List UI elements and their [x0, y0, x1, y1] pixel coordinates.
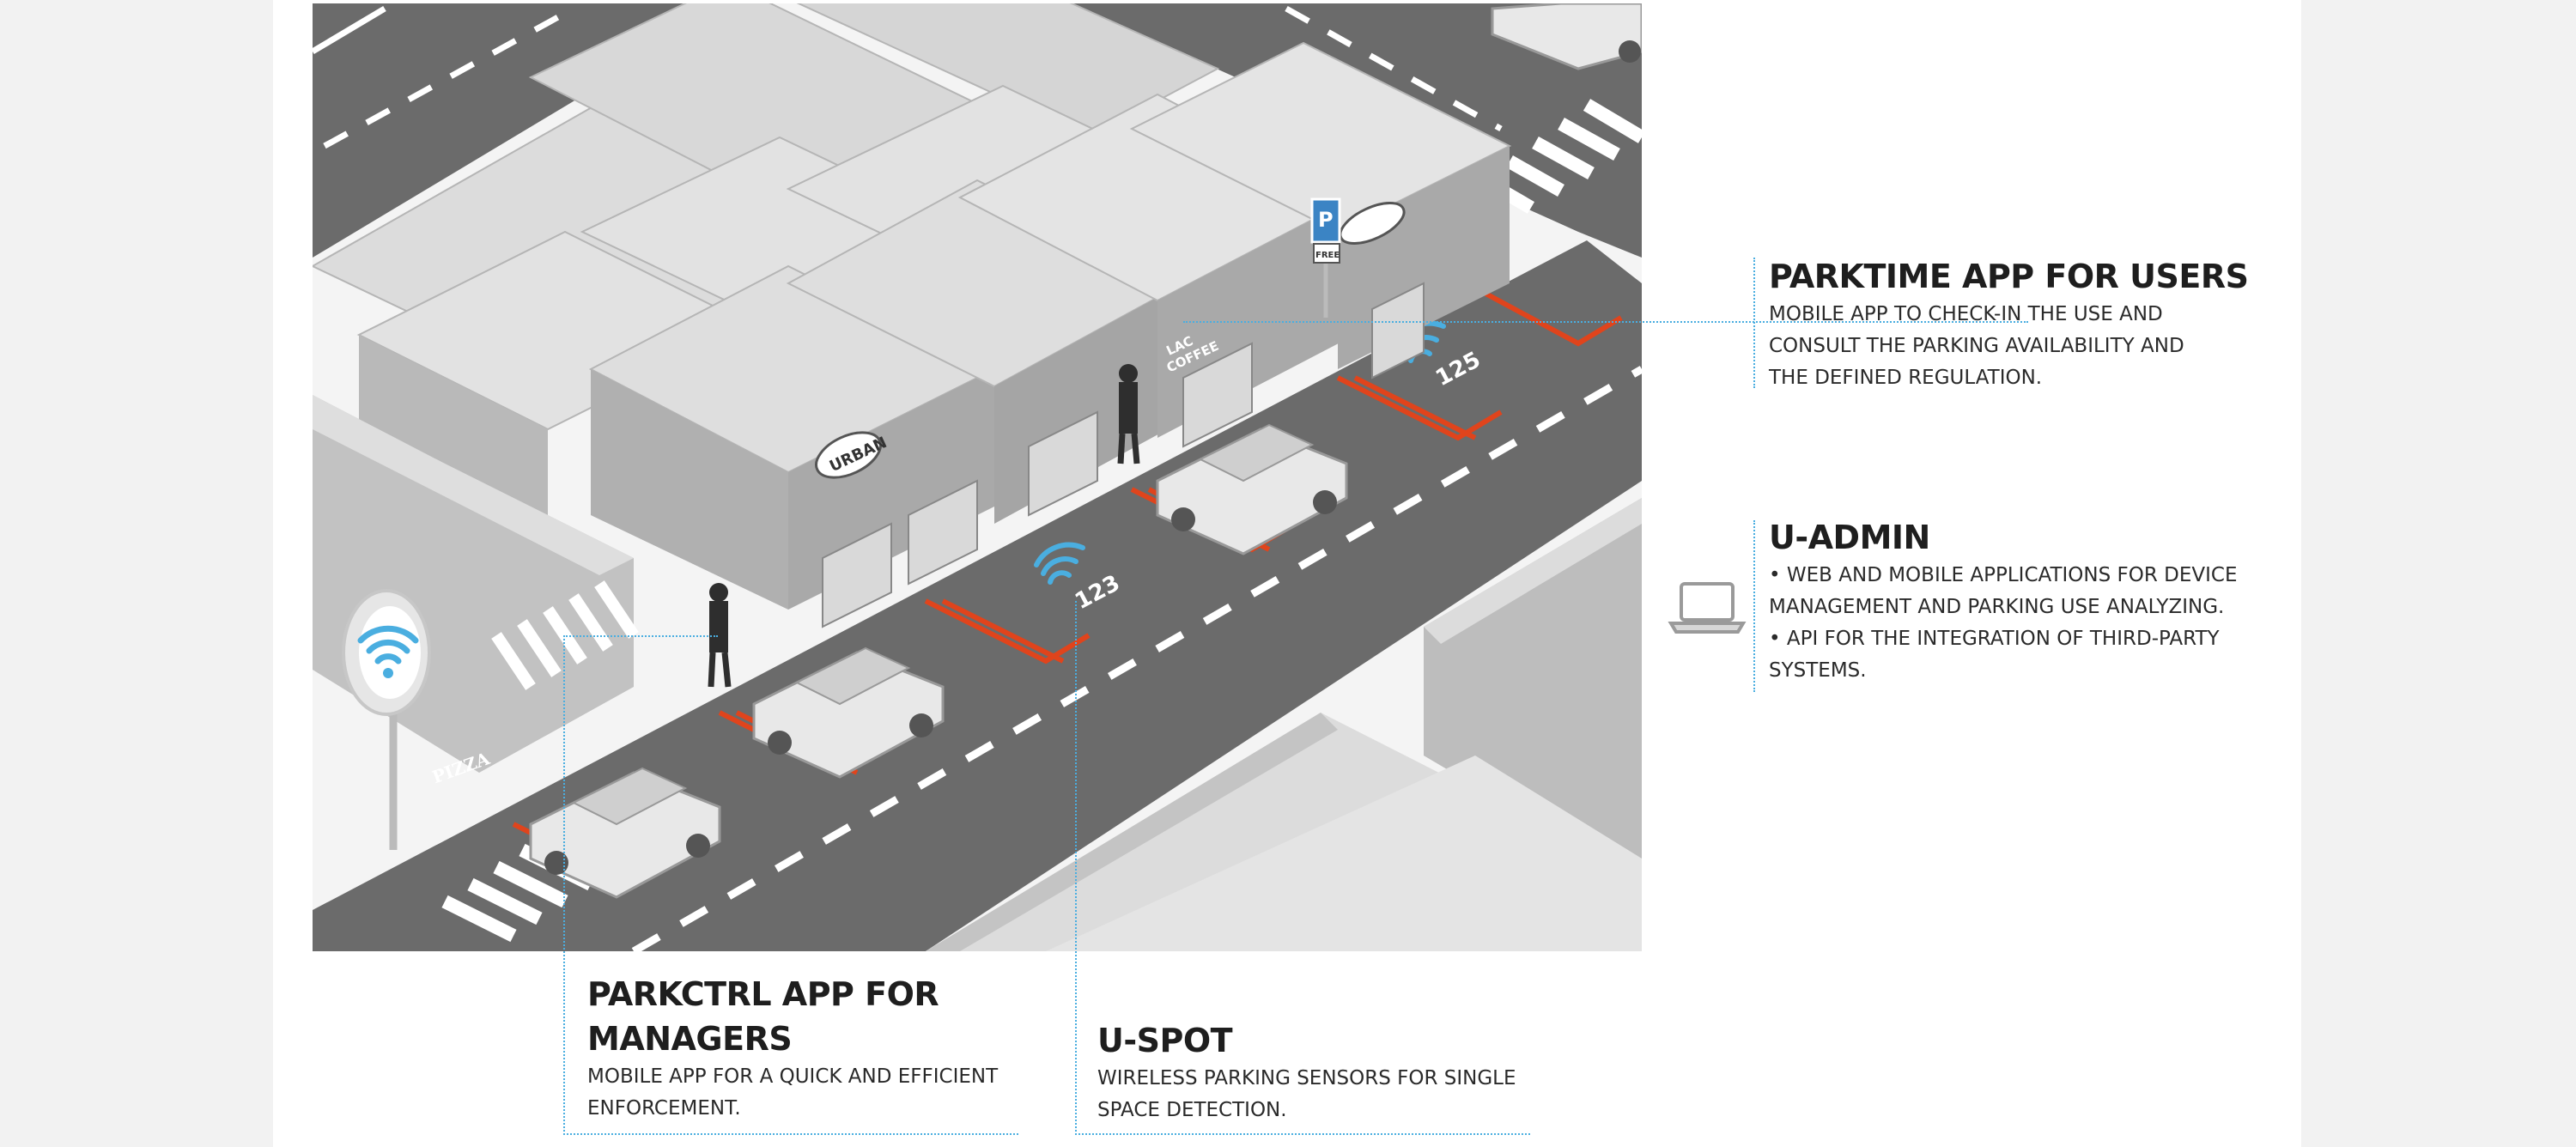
smart-parking-street-scene: 121 122 123 124 125	[313, 3, 1747, 951]
uadmin-label: U-ADMIN WEB AND MOBILE APPLICATIONS FOR …	[1769, 515, 2284, 687]
parkctrl-desc-line-1: MOBILE APP FOR A QUICK AND EFFICIENT	[587, 1065, 999, 1088]
uadmin-bullet-2-line-1: API FOR THE INTEGRATION OF THIRD-PARTY	[1769, 623, 2284, 655]
lower-buildings	[926, 498, 1642, 951]
parkctrl-title-line-1: PARKCTRL APP FOR	[587, 975, 939, 1013]
leader-parktime-h	[1183, 321, 2028, 323]
leader-uadmin-v	[1753, 520, 1755, 692]
uspot-desc-line-2: SPACE DETECTION.	[1097, 1099, 1287, 1121]
user-pedestrian	[1117, 364, 1140, 464]
leader-parkctrl-h	[563, 1133, 1018, 1135]
leader-parktime-v	[1753, 258, 1755, 388]
car-124	[1156, 423, 1348, 555]
parking-officer	[708, 583, 732, 688]
laptop-icon	[1668, 582, 1747, 634]
parkctrl-label: PARKCTRL APP FOR MANAGERS MOBILE APP FOR…	[587, 972, 1051, 1125]
lane-divider	[631, 366, 1642, 951]
parktime-desc-line-2: CONSULT THE PARKING AVAILABILITY AND	[1769, 335, 2184, 357]
uadmin-bullet-1: WEB AND MOBILE APPLICATIONS FOR DEVICE M…	[1769, 560, 2284, 623]
buildings: URBAN LAC COFFEE PIZZA	[313, 3, 1512, 787]
parking-sign-plate: FREE	[1315, 251, 1340, 260]
leader-uspot-h	[1075, 1133, 1530, 1135]
uspot-desc-line-1: WIRELESS PARKING SENSORS FOR SINGLE	[1097, 1067, 1516, 1089]
page: 121 122 123 124 125	[273, 0, 2301, 1147]
parkctrl-desc-line-2: ENFORCEMENT.	[587, 1097, 741, 1120]
parking-sign-letter: P	[1318, 208, 1334, 232]
uadmin-title: U-ADMIN	[1769, 519, 1930, 556]
car-121	[529, 767, 721, 899]
uspot-label: U-SPOT WIRELESS PARKING SENSORS FOR SING…	[1097, 1018, 1561, 1126]
parking-sign-icon: P FREE	[1310, 197, 1341, 318]
parktime-label: PARKTIME APP FOR USERS MOBILE APP TO CHE…	[1769, 254, 2284, 394]
car-top-right	[1491, 3, 1642, 70]
uadmin-bullet-2-line-2: SYSTEMS.	[1769, 659, 1867, 682]
uadmin-bullet-1-line-2: MANAGEMENT AND PARKING USE ANALYZING.	[1769, 596, 2225, 618]
leader-parkctrl-h-top	[563, 635, 718, 637]
leader-parkctrl-v	[563, 635, 565, 1135]
uadmin-bullet-1-line-1: WEB AND MOBILE APPLICATIONS FOR DEVICE	[1769, 560, 2284, 592]
uadmin-bullet-2: API FOR THE INTEGRATION OF THIRD-PARTY S…	[1769, 623, 2284, 687]
parkctrl-title-line-2: MANAGERS	[587, 1020, 793, 1058]
uspot-title: U-SPOT	[1097, 1022, 1233, 1059]
car-122	[752, 646, 945, 779]
wifi-tower-icon	[342, 589, 431, 850]
wifi-sensor-icon	[1034, 542, 1085, 585]
parktime-desc-line-1: MOBILE APP TO CHECK-IN THE USE AND	[1769, 303, 2163, 325]
leader-uspot-v	[1075, 601, 1077, 1135]
parktime-desc-line-3: THE DEFINED REGULATION.	[1769, 367, 2043, 389]
parktime-title: PARKTIME APP FOR USERS	[1769, 258, 2249, 295]
